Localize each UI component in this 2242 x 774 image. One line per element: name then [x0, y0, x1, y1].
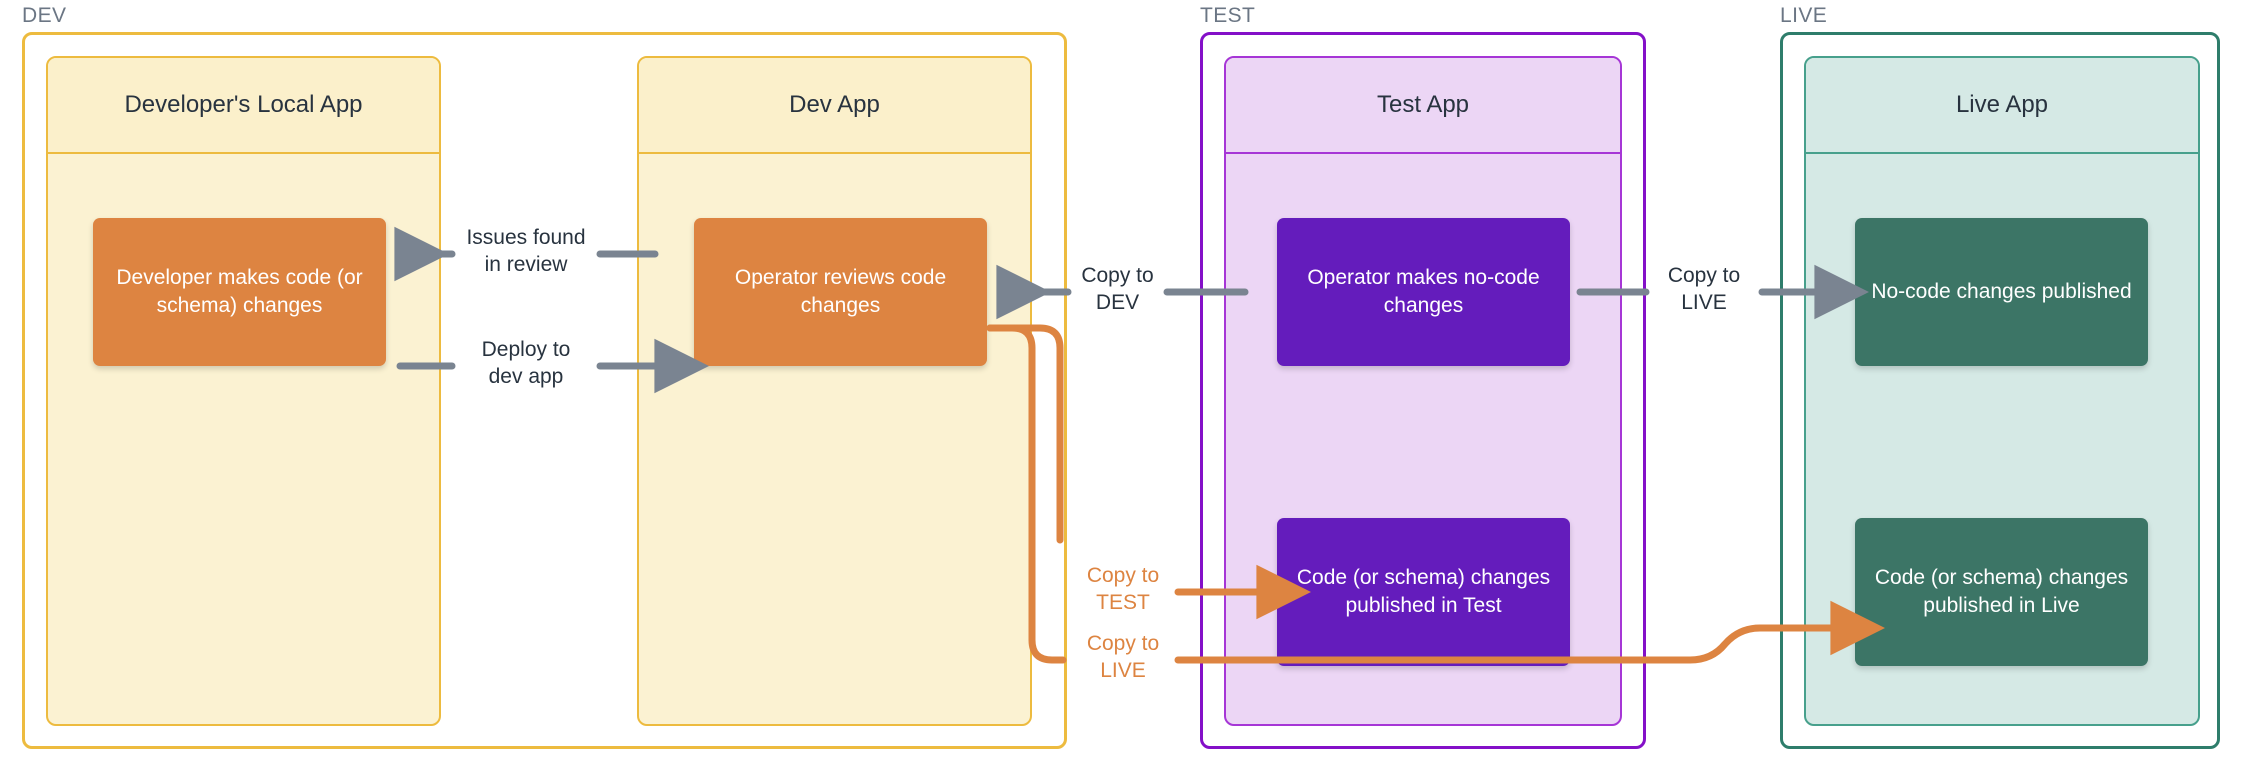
node-no-code-published[interactable]: No-code changes published: [1855, 218, 2148, 366]
edge-label-issues-found-in-review: Issues found in review: [466, 226, 586, 276]
app-panel-local-app: Developer's Local App: [46, 56, 441, 726]
env-label-test: TEST: [1200, 4, 1256, 27]
edge-label-deploy-to-dev-app: Deploy to dev app: [481, 338, 571, 388]
node-developer-makes-changes[interactable]: Developer makes code (or schema) changes: [93, 218, 386, 366]
node-operator-no-code-changes[interactable]: Operator makes no-code changes: [1277, 218, 1570, 366]
env-label-live: LIVE: [1780, 4, 1828, 27]
app-title-live-app: Live App: [1806, 58, 2198, 154]
app-panel-dev-app: Dev App: [637, 56, 1032, 726]
env-group-live: [1780, 32, 2220, 749]
edge-copy-to-live-code: [986, 324, 1886, 664]
node-code-published-live[interactable]: Code (or schema) changes published in Li…: [1855, 518, 2148, 666]
edge-label-copy-to-dev: Copy to DEV: [1081, 264, 1154, 314]
edge-label-copy-to-test: Copy to TEST: [1086, 564, 1160, 614]
edge-label-copy-to-live-nocode: Copy to LIVE: [1667, 264, 1741, 314]
env-label-dev: DEV: [22, 4, 67, 27]
edge-copy-to-test: [986, 324, 1312, 620]
env-group-dev: [22, 32, 1067, 749]
env-group-test: [1200, 32, 1646, 749]
node-operator-reviews-code[interactable]: Operator reviews code changes: [694, 218, 987, 366]
app-title-test-app: Test App: [1226, 58, 1620, 154]
node-code-published-test[interactable]: Code (or schema) changes published in Te…: [1277, 518, 1570, 666]
app-title-local-app: Developer's Local App: [48, 58, 439, 154]
edge-label-copy-to-live-code: Copy to LIVE: [1086, 632, 1160, 682]
app-title-dev-app: Dev App: [639, 58, 1030, 154]
